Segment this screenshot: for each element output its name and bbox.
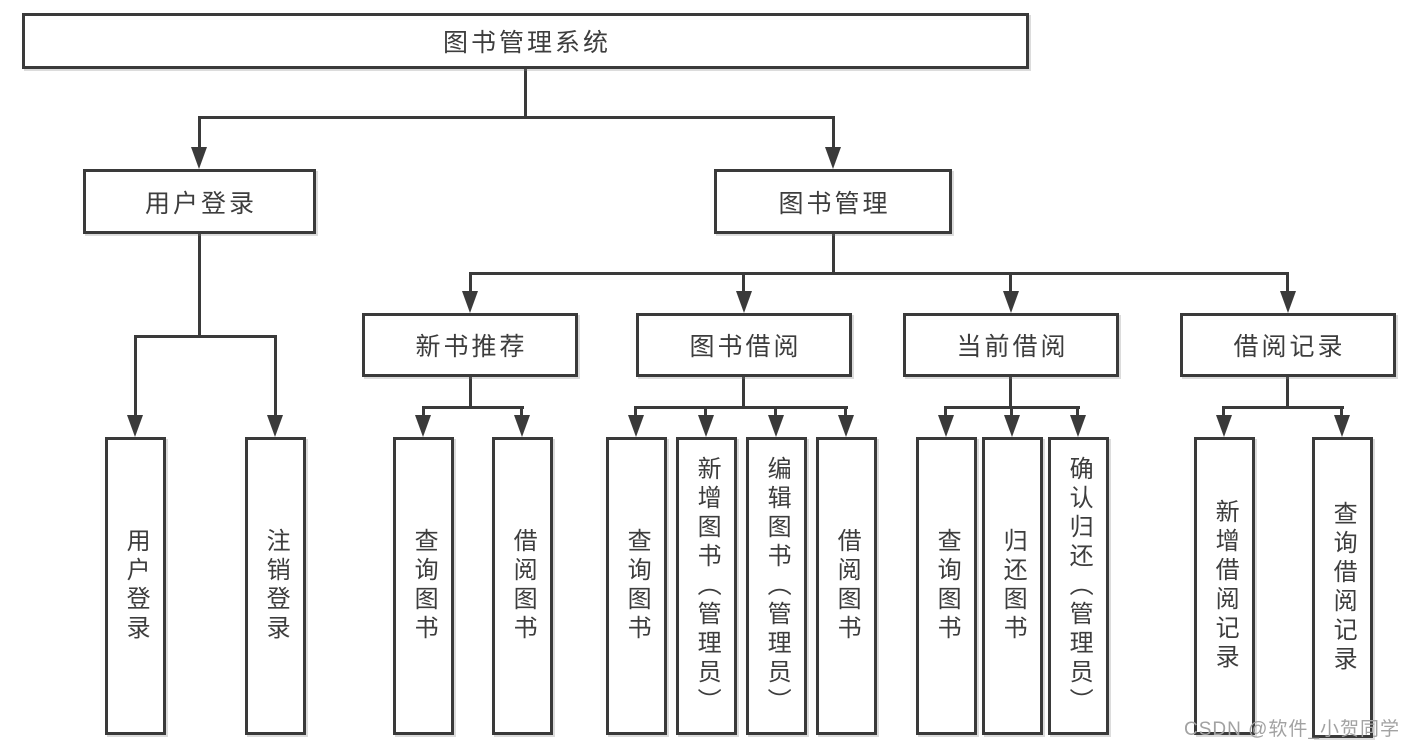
arrowhead-bb-edit-icon	[768, 415, 784, 437]
arrowhead-br-query-icon	[1334, 415, 1350, 437]
leaf-br-add-record: 新增借阅记录	[1194, 437, 1255, 735]
node-root: 图书管理系统	[22, 13, 1029, 69]
arrowhead-br-add-icon	[1216, 415, 1232, 437]
edge-user-login-vline	[198, 233, 201, 336]
edge-book-manage-vline	[832, 233, 835, 274]
leaf-bb-query-book: 查询图书	[606, 437, 667, 735]
arrowhead-book-borrow-icon	[736, 291, 752, 313]
edge-cb-vline	[1009, 376, 1012, 407]
leaf-cb-query-book-label: 查询图书	[933, 528, 961, 644]
edge-stub-nb-borrow	[520, 406, 523, 417]
edge-stub-bb-add	[704, 406, 707, 417]
edge-book-manage-hline	[469, 272, 1289, 275]
node-new-book-recommend-label: 新书推荐	[415, 333, 528, 361]
leaf-bb-edit-book-admin: 编辑图书（管理员）	[746, 437, 807, 735]
leaf-bb-query-book-label: 查询图书	[623, 528, 651, 644]
edge-user-login-hline	[134, 335, 277, 338]
leaf-cb-query-book: 查询图书	[916, 437, 977, 735]
arrowhead-new-book-icon	[462, 291, 478, 313]
edge-stub-leaf-login	[134, 335, 137, 417]
arrowhead-leaf-logout-icon	[267, 415, 283, 437]
node-book-manage-label: 图书管理	[778, 189, 891, 218]
leaf-cb-return-book-label: 归还图书	[999, 528, 1027, 644]
edge-stub-br-query	[1340, 406, 1343, 417]
node-book-borrow-label: 图书借阅	[689, 333, 802, 361]
arrowhead-cb-query-icon	[938, 415, 954, 437]
edge-stub-bb-borrow	[844, 406, 847, 417]
leaf-cb-return-book: 归还图书	[982, 437, 1043, 735]
arrowhead-leaf-login-icon	[127, 415, 143, 437]
edge-stub-current-borrow	[1009, 272, 1012, 293]
edge-nb-vline	[469, 376, 472, 407]
leaf-nb-borrow-book-label: 借阅图书	[509, 528, 537, 644]
edge-stub-bb-edit	[774, 406, 777, 417]
arrowhead-nb-query-icon	[415, 415, 431, 437]
leaf-bb-add-book-admin-label: 新增图书（管理员）	[693, 455, 721, 717]
leaf-br-query-record-label: 查询借阅记录	[1329, 500, 1357, 675]
edge-bb-vline	[742, 376, 745, 407]
edge-stub-user-login	[198, 116, 201, 149]
arrowhead-current-borrow-icon	[1003, 291, 1019, 313]
node-user-login: 用户登录	[83, 169, 316, 234]
edge-root-vline	[524, 68, 527, 117]
arrowhead-cb-confirm-icon	[1070, 415, 1086, 437]
leaf-cb-confirm-return-admin: 确认归还（管理员）	[1048, 437, 1109, 735]
edge-stub-bb-query	[634, 406, 637, 417]
leaf-br-query-record: 查询借阅记录	[1312, 437, 1373, 738]
edge-stub-br-add	[1222, 406, 1225, 417]
leaf-nb-query-book: 查询图书	[393, 437, 454, 735]
leaf-bb-add-book-admin: 新增图书（管理员）	[676, 437, 737, 735]
edge-stub-book-borrow	[742, 272, 745, 293]
node-borrow-record: 借阅记录	[1180, 313, 1396, 377]
node-book-borrow: 图书借阅	[636, 313, 852, 377]
edge-stub-nb-query	[422, 406, 425, 417]
edge-stub-cb-return	[1010, 406, 1013, 417]
node-root-label: 图书管理系统	[442, 29, 611, 57]
edge-br-hline	[1222, 406, 1344, 409]
node-user-login-label: 用户登录	[144, 189, 257, 218]
arrowhead-cb-return-icon	[1004, 415, 1020, 437]
leaf-nb-borrow-book: 借阅图书	[492, 437, 553, 735]
arrowhead-bb-add-icon	[698, 415, 714, 437]
leaf-logout: 注销登录	[245, 437, 306, 735]
edge-stub-book-manage	[832, 116, 835, 149]
arrowhead-nb-borrow-icon	[514, 415, 530, 437]
arrowhead-user-login-icon	[191, 147, 207, 169]
edge-bb-hline	[635, 406, 848, 409]
edge-stub-new-book	[469, 272, 472, 293]
arrowhead-borrow-record-icon	[1280, 291, 1296, 313]
node-new-book-recommend: 新书推荐	[362, 313, 578, 377]
arrowhead-bb-query-icon	[628, 415, 644, 437]
node-current-borrow: 当前借阅	[903, 313, 1119, 377]
edge-stub-cb-confirm	[1076, 406, 1079, 417]
leaf-user-login-label: 用户登录	[122, 528, 150, 644]
edge-root-hline	[198, 116, 835, 119]
leaf-logout-label: 注销登录	[262, 528, 290, 644]
leaf-bb-borrow-book-label: 借阅图书	[833, 528, 861, 644]
arrowhead-bb-borrow-icon	[838, 415, 854, 437]
edge-stub-borrow-record	[1286, 272, 1289, 293]
leaf-nb-query-book-label: 查询图书	[410, 528, 438, 644]
edge-br-vline	[1286, 376, 1289, 407]
arrowhead-book-manage-icon	[825, 147, 841, 169]
edge-stub-cb-query	[944, 406, 947, 417]
edge-stub-leaf-logout	[274, 335, 277, 417]
leaf-br-add-record-label: 新增借阅记录	[1211, 499, 1239, 673]
leaf-bb-edit-book-admin-label: 编辑图书（管理员）	[763, 455, 791, 717]
node-current-borrow-label: 当前借阅	[956, 333, 1069, 361]
leaf-cb-confirm-return-admin-label: 确认归还（管理员）	[1065, 455, 1093, 717]
node-book-manage: 图书管理	[714, 169, 952, 234]
csdn-watermark: CSDN @软件_小贺同学	[1184, 719, 1400, 740]
leaf-bb-borrow-book: 借阅图书	[816, 437, 877, 735]
leaf-user-login: 用户登录	[105, 437, 166, 735]
edge-nb-hline	[422, 406, 524, 409]
node-borrow-record-label: 借阅记录	[1233, 333, 1346, 361]
